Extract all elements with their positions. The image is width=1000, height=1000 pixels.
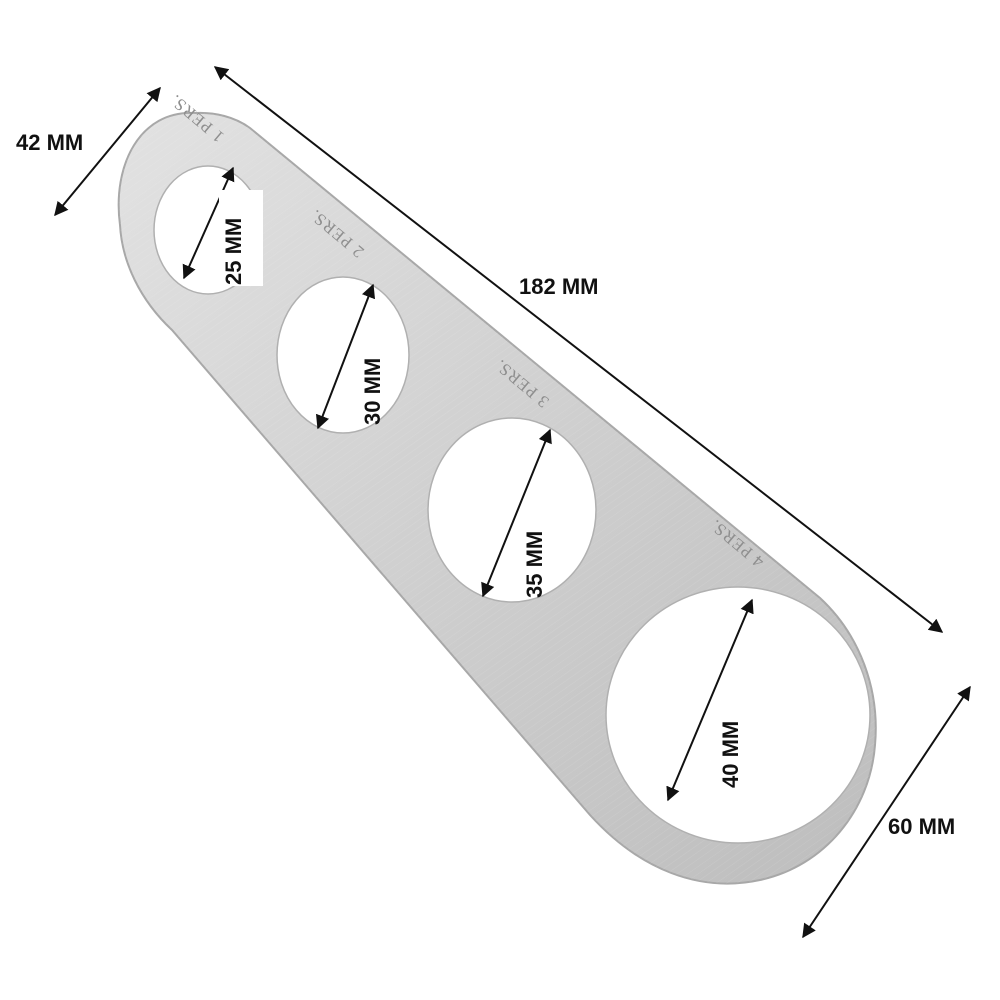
hole-4-diameter-label: 40 MM	[718, 721, 743, 788]
width-small-end-arrow	[54, 86, 161, 217]
width-large-end-label: 60 MM	[888, 814, 955, 839]
hole-1-label-backdrop	[219, 190, 263, 286]
hole-3-diameter-arrow	[481, 428, 552, 598]
hole-4-diameter-arrow	[666, 598, 754, 802]
hole-3-diameter-label: 35 MM	[522, 531, 547, 598]
width-large-end-arrow	[802, 685, 971, 939]
hole-2-diameter-arrow	[315, 283, 376, 430]
width-small-end-label: 42 MM	[16, 130, 83, 155]
hole-1-diameter-label: 25 MM	[221, 218, 246, 285]
hole-1-diameter-arrow	[182, 166, 235, 280]
length-arrow	[213, 66, 944, 633]
length-label: 182 MM	[519, 274, 598, 299]
hole-2-diameter-label: 30 MM	[360, 358, 385, 425]
